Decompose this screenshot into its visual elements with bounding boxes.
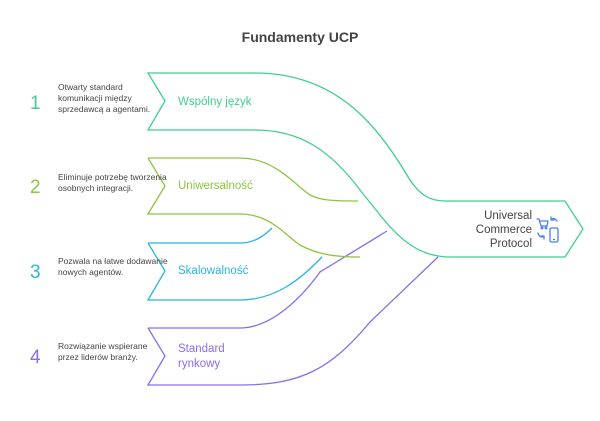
- item-description: Rozwiązanie wspierane przez liderów bran…: [58, 341, 148, 362]
- item-description: Pozwala na łatwe dodawanie nowych agentó…: [58, 256, 168, 277]
- item-label: Uniwersalność: [178, 180, 253, 192]
- target-label: Universal Commerce Protocol: [475, 210, 532, 250]
- item-label: Skalowalność: [178, 265, 249, 277]
- item-number: 3: [30, 262, 41, 283]
- ribbon-1: [146, 72, 584, 258]
- item-description: Eliminuje potrzebę tworzenia osobnych in…: [58, 172, 167, 193]
- item-number: 1: [30, 93, 41, 114]
- ribbon-4: [146, 230, 439, 386]
- item-label: Wspólny język: [178, 96, 252, 108]
- ribbon-2: [146, 157, 361, 258]
- diagram-title: Fundamenty UCP: [241, 29, 359, 45]
- item-number: 4: [30, 347, 41, 368]
- item-label: Standard rynkowy: [178, 343, 225, 370]
- item-description: Otwarty standard komunikacji między sprz…: [58, 82, 151, 114]
- item-number: 2: [30, 177, 41, 198]
- ribbon-3: [146, 227, 323, 301]
- cart-phone-exchange-icon: [536, 216, 559, 243]
